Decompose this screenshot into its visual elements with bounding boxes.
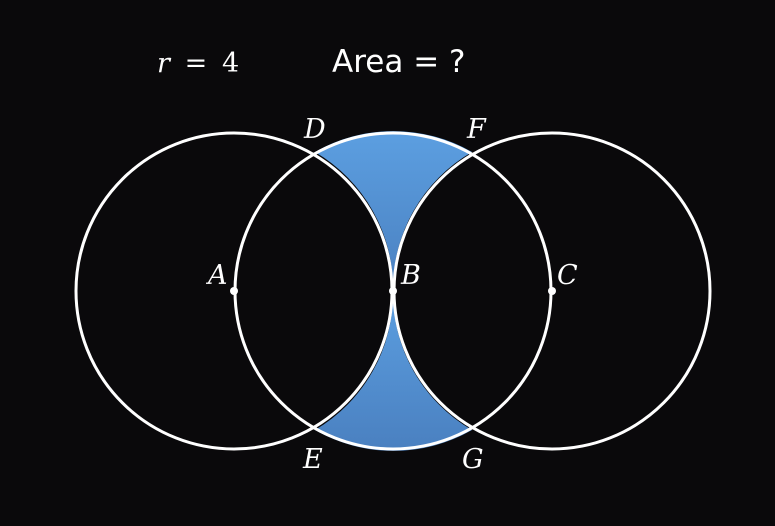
question-title: Area = ?	[332, 44, 465, 80]
label-b: B	[400, 260, 421, 291]
point-c	[548, 287, 556, 295]
radius-value: 4	[222, 48, 239, 79]
label-e: E	[302, 444, 323, 475]
label-a: A	[205, 260, 228, 291]
point-a	[230, 287, 238, 295]
label-d: D	[303, 114, 326, 145]
shaded-region-top	[315, 131, 472, 291]
radius-symbol: r	[157, 48, 172, 79]
label-c: C	[557, 260, 578, 291]
label-f: F	[466, 114, 487, 145]
label-g: G	[462, 444, 484, 475]
point-b	[389, 287, 397, 295]
radius-equals: =	[185, 48, 208, 79]
shaded-region-bottom	[315, 291, 472, 451]
radius-label: r = 4	[157, 48, 239, 79]
